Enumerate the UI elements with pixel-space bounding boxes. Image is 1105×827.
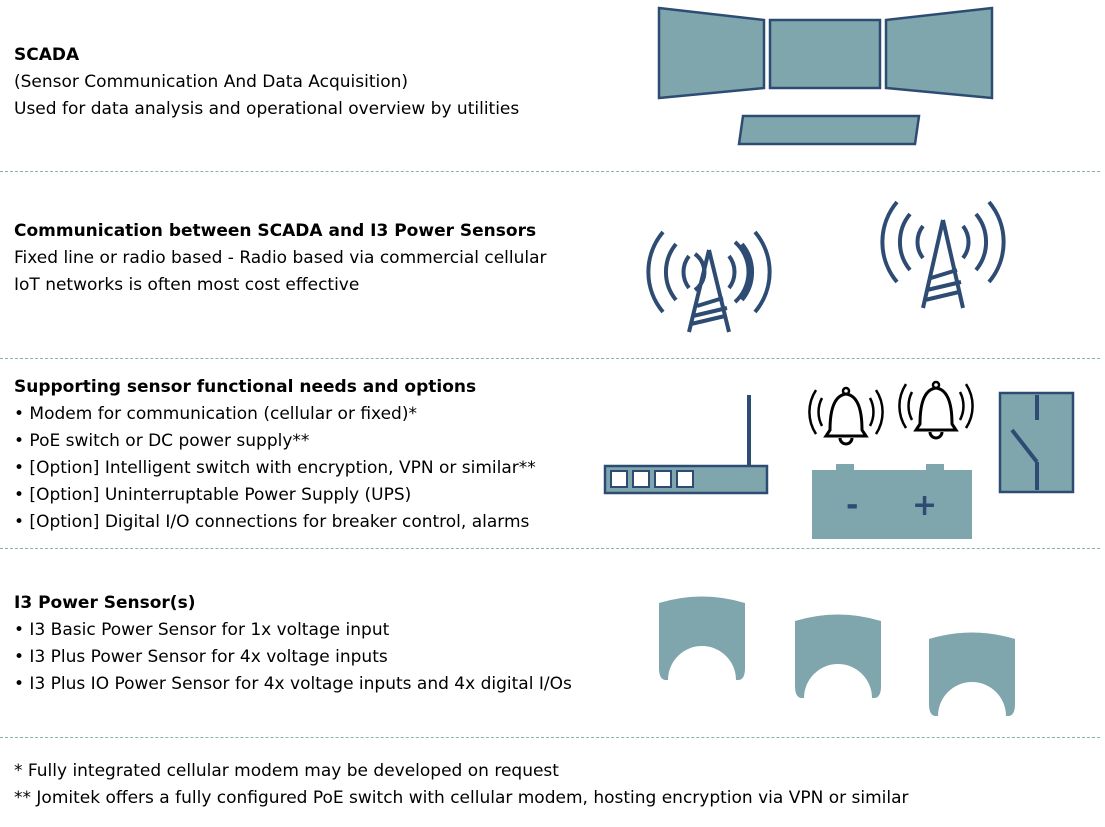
separator-1 — [0, 171, 1100, 172]
sensors-item-3: • I3 Plus IO Power Sensor for 4x voltage… — [14, 674, 572, 694]
supporting-item-3: • [Option] Intelligent switch with encry… — [14, 458, 536, 478]
scada-line-1: (Sensor Communication And Data Acquisiti… — [14, 72, 409, 92]
scada-section: SCADA (Sensor Communication And Data Acq… — [14, 42, 519, 123]
battery-icon — [812, 464, 972, 539]
separator-3 — [0, 548, 1100, 549]
scada-line-2: Used for data analysis and operational o… — [14, 99, 520, 119]
footnote-2: ** Jomitek offers a fully configured PoE… — [14, 788, 909, 808]
sensors-title: I3 Power Sensor(s) — [14, 593, 196, 613]
power-sensor-icon — [795, 614, 881, 698]
router-icon — [603, 395, 769, 495]
power-sensor-icon — [929, 632, 1015, 716]
alarm-bell-icon — [808, 386, 884, 446]
separator-2 — [0, 358, 1100, 359]
keyboard-icon — [737, 114, 921, 146]
footnote-1: * Fully integrated cellular modem may be… — [14, 761, 559, 781]
alarm-bell-icon — [898, 380, 974, 440]
supporting-title: Supporting sensor functional needs and o… — [14, 377, 477, 397]
switch-icon — [998, 391, 1075, 494]
communication-title: Communication between SCADA and I3 Power… — [14, 221, 537, 241]
sensors-section: I3 Power Sensor(s) • I3 Basic Power Sens… — [14, 590, 572, 698]
power-sensor-icon — [659, 596, 745, 680]
supporting-item-2: • PoE switch or DC power supply** — [14, 431, 310, 451]
battery-minus-label: - — [846, 488, 859, 523]
communication-line-2: IoT networks is often most cost effectiv… — [14, 275, 360, 295]
sensors-item-1: • I3 Basic Power Sensor for 1x voltage i… — [14, 620, 390, 640]
radio-tower-icon — [646, 230, 772, 333]
communication-section: Communication between SCADA and I3 Power… — [14, 218, 547, 299]
supporting-item-4: • [Option] Uninterruptable Power Supply … — [14, 485, 412, 505]
separator-4 — [0, 737, 1100, 738]
sensors-item-2: • I3 Plus Power Sensor for 4x voltage in… — [14, 647, 388, 667]
battery-plus-label: + — [912, 488, 938, 523]
supporting-item-1: • Modem for communication (cellular or f… — [14, 404, 417, 424]
communication-line-1: Fixed line or radio based - Radio based … — [14, 248, 547, 268]
supporting-item-5: • [Option] Digital I/O connections for b… — [14, 512, 530, 532]
monitor-wall-icon — [657, 6, 994, 100]
footnotes: * Fully integrated cellular modem may be… — [14, 758, 909, 812]
scada-title: SCADA — [14, 45, 80, 65]
supporting-section: Supporting sensor functional needs and o… — [14, 374, 536, 536]
radio-tower-icon — [880, 200, 1006, 309]
